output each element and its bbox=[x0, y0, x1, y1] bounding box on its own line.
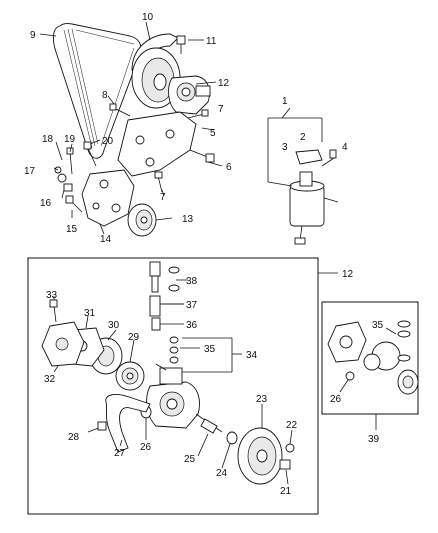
rear-cover bbox=[41, 321, 85, 367]
label-11: 11 bbox=[206, 36, 217, 47]
label-7-upper: 7 bbox=[218, 104, 224, 115]
label-8: 8 bbox=[102, 90, 108, 101]
label-26-kit: 26 bbox=[330, 394, 342, 405]
label-6: 6 bbox=[226, 162, 232, 173]
label-31: 31 bbox=[84, 308, 96, 319]
bolt-11 bbox=[176, 35, 186, 54]
label-3: 3 bbox=[282, 142, 288, 153]
label-12-top: 12 bbox=[218, 78, 230, 89]
label-12-box: 12 bbox=[342, 269, 354, 280]
pulley-nut bbox=[279, 459, 291, 470]
label-33: 33 bbox=[46, 290, 58, 301]
power-steering-pump bbox=[168, 75, 211, 115]
seal-kit-frame bbox=[321, 301, 419, 415]
reservoir-cap bbox=[295, 149, 323, 165]
label-9: 9 bbox=[30, 30, 36, 41]
label-20: 20 bbox=[102, 136, 114, 147]
suction-hose bbox=[105, 394, 151, 453]
label-35-box: 35 bbox=[204, 344, 216, 355]
label-39: 39 bbox=[368, 434, 380, 445]
label-7-lower: 7 bbox=[160, 192, 166, 203]
label-16: 16 bbox=[40, 198, 52, 209]
pump-housing bbox=[146, 367, 200, 429]
pulley-washer bbox=[285, 443, 295, 453]
leader-lines bbox=[39, 21, 397, 485]
bolt-7-lower bbox=[154, 171, 163, 193]
bolt-15 bbox=[65, 195, 83, 213]
bracket-1-callout bbox=[267, 107, 323, 187]
label-32: 32 bbox=[44, 374, 56, 385]
bolt-20 bbox=[83, 141, 97, 167]
bolt-28 bbox=[87, 421, 107, 433]
fitting-stack bbox=[149, 261, 184, 364]
nut-16 bbox=[63, 183, 73, 192]
lower-bracket bbox=[81, 169, 135, 227]
label-34: 34 bbox=[246, 350, 258, 361]
bolt-7-upper bbox=[187, 109, 209, 119]
label-36: 36 bbox=[186, 320, 198, 331]
fluid-reservoir bbox=[289, 171, 339, 245]
label-30: 30 bbox=[108, 320, 120, 331]
callout-labels: 1 2 3 4 5 6 7 7 8 9 10 11 12 12 13 14 15… bbox=[24, 12, 384, 497]
bolt-33 bbox=[49, 299, 58, 323]
bolt-8 bbox=[109, 103, 131, 117]
pump-detail-frame bbox=[27, 257, 319, 515]
label-37: 37 bbox=[186, 300, 198, 311]
label-14: 14 bbox=[100, 234, 112, 245]
label-4: 4 bbox=[342, 142, 348, 153]
label-35-kit: 35 bbox=[372, 320, 384, 331]
idler-pulley bbox=[127, 203, 157, 237]
label-21: 21 bbox=[280, 486, 292, 497]
seal-kit-parts bbox=[327, 320, 419, 395]
label-38: 38 bbox=[186, 276, 198, 287]
label-17: 17 bbox=[24, 166, 36, 177]
pump-rotor bbox=[115, 361, 145, 391]
washer-17 bbox=[57, 173, 67, 183]
label-25: 25 bbox=[184, 454, 196, 465]
label-27: 27 bbox=[114, 448, 126, 459]
label-24: 24 bbox=[216, 468, 228, 479]
pump-bracket bbox=[117, 111, 197, 177]
pump-shaft bbox=[195, 413, 223, 434]
label-5: 5 bbox=[210, 128, 216, 139]
drive-belt bbox=[52, 23, 142, 159]
label-2: 2 bbox=[300, 132, 306, 143]
label-19: 19 bbox=[64, 134, 76, 145]
bolt-4 bbox=[321, 149, 337, 167]
label-15: 15 bbox=[66, 224, 78, 235]
label-13: 13 bbox=[182, 214, 194, 225]
label-10: 10 bbox=[142, 12, 154, 23]
shaft-seal bbox=[226, 431, 238, 445]
label-26-box: 26 bbox=[140, 442, 152, 453]
label-1: 1 bbox=[282, 96, 288, 107]
bolt-6 bbox=[189, 149, 215, 163]
label-22: 22 bbox=[286, 420, 298, 431]
label-29: 29 bbox=[128, 332, 140, 343]
label-23: 23 bbox=[256, 394, 268, 405]
label-18: 18 bbox=[42, 134, 54, 145]
pump-pulley bbox=[237, 427, 283, 485]
label-28: 28 bbox=[68, 432, 80, 443]
